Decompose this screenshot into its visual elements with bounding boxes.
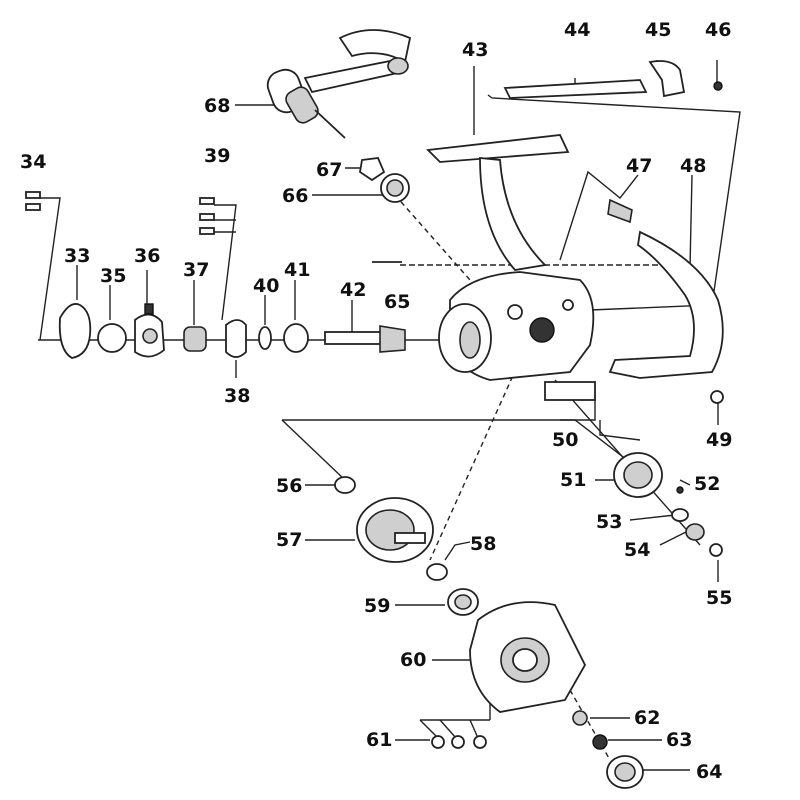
part-46-screw <box>713 81 723 91</box>
label-67: 67 <box>316 159 342 181</box>
label-58: 58 <box>470 533 496 555</box>
part-52-ball <box>676 486 684 494</box>
part-67-knob <box>359 157 386 182</box>
part-38-plate <box>225 319 247 358</box>
part-51-gear <box>613 452 663 498</box>
part-40-washer <box>258 326 272 350</box>
part-47-clip <box>607 198 633 224</box>
label-50: 50 <box>552 429 578 451</box>
part-45-lever <box>648 60 686 98</box>
label-36: 36 <box>134 245 160 267</box>
part-59-bearing <box>447 588 479 616</box>
label-53: 53 <box>596 511 622 533</box>
label-34: 34 <box>20 151 46 173</box>
label-62: 62 <box>634 707 660 729</box>
label-41: 41 <box>284 259 310 281</box>
part-33-plate <box>58 303 92 359</box>
part-35-ring <box>97 323 127 353</box>
label-40: 40 <box>253 275 279 297</box>
label-57: 57 <box>276 529 302 551</box>
label-48: 48 <box>680 155 706 177</box>
part-66-bearing <box>380 173 410 203</box>
label-45: 45 <box>645 19 671 41</box>
label-56: 56 <box>276 475 302 497</box>
label-46: 46 <box>705 19 731 41</box>
label-38: 38 <box>224 385 250 407</box>
label-51: 51 <box>560 469 586 491</box>
part-62-screw <box>572 710 588 726</box>
label-54: 54 <box>624 539 650 561</box>
part-55-screw <box>709 543 723 557</box>
part-63-nut <box>592 734 608 750</box>
part-64-cap <box>606 755 644 789</box>
label-65: 65 <box>384 291 410 313</box>
part-57-drive-gear <box>356 497 434 563</box>
part-42-pinion <box>324 325 406 353</box>
label-66: 66 <box>282 185 308 207</box>
part-43-reel-body <box>426 134 596 401</box>
label-37: 37 <box>183 259 209 281</box>
label-43: 43 <box>462 39 488 61</box>
label-35: 35 <box>100 265 126 287</box>
label-39: 39 <box>204 145 230 167</box>
handle-assembly <box>266 29 412 139</box>
label-44: 44 <box>564 19 590 41</box>
label-55: 55 <box>706 587 732 609</box>
part-41-bearing <box>283 323 309 353</box>
part-49-screw <box>710 390 724 404</box>
label-33: 33 <box>64 245 90 267</box>
part-37-spacer <box>183 326 207 352</box>
part-61-screws <box>431 735 487 749</box>
part-44-plate <box>503 79 648 99</box>
label-68: 68 <box>204 95 230 117</box>
part-36-housing <box>134 303 165 358</box>
part-34-screws <box>25 191 41 211</box>
part-54-bushing <box>685 523 705 541</box>
label-49: 49 <box>706 429 732 451</box>
label-61: 61 <box>366 729 392 751</box>
part-53-washer <box>671 508 689 522</box>
label-59: 59 <box>364 595 390 617</box>
part-39-screws <box>199 197 215 235</box>
callout-labels: 34 33 35 36 37 38 39 40 41 42 43 44 45 4… <box>20 19 732 783</box>
label-64: 64 <box>696 761 722 783</box>
part-58-washer <box>426 563 448 581</box>
part-48-bail-arm <box>608 230 724 379</box>
part-56-washer <box>334 476 356 494</box>
part-60-side-cover <box>469 601 587 713</box>
label-60: 60 <box>400 649 426 671</box>
label-42: 42 <box>340 279 366 301</box>
label-63: 63 <box>666 729 692 751</box>
leader-lines <box>38 60 741 771</box>
label-52: 52 <box>694 473 720 495</box>
label-47: 47 <box>626 155 652 177</box>
